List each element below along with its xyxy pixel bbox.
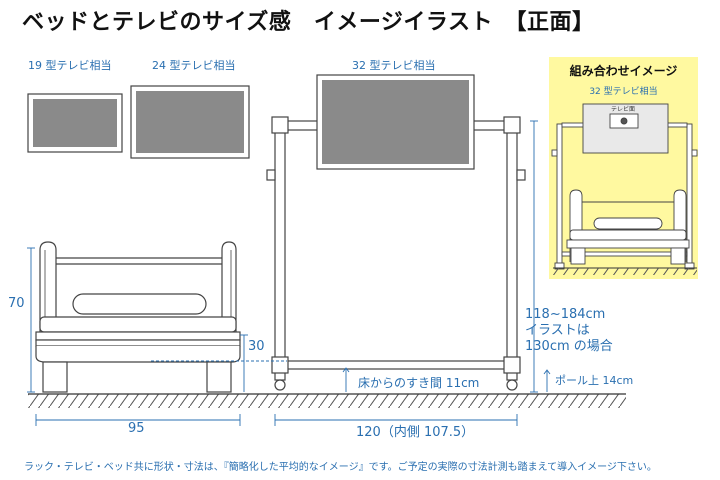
tv19-label: 19 型テレビ相当 [28, 59, 112, 72]
bed-height-dimension: 70 [8, 296, 25, 311]
page-title: ベッドとテレビのサイズ感 イメージイラスト 【正面】 [22, 10, 595, 35]
tv24-label: 24 型テレビ相当 [152, 59, 236, 72]
pole-top-label: ポール上 14cm [555, 374, 634, 387]
combination-title: 組み合わせイメージ [569, 64, 678, 78]
combination-stand-label: テレビ面 [611, 106, 636, 113]
tv-24-inch [130, 85, 250, 159]
rack-width-dimension: 120（内側 107.5） [356, 425, 475, 440]
illustration-value: 130cm の場合 [525, 339, 613, 354]
floor [28, 393, 626, 408]
illustration-line: イラストは [525, 323, 590, 338]
tv-32-inch [316, 74, 475, 170]
bed [35, 241, 241, 393]
disclaimer-footer: ラック・テレビ・ベッド共に形状・寸法は、『簡略化した平均的なイメージ』です。ご予… [24, 462, 657, 473]
bed-width-dimension: 95 [128, 421, 145, 436]
combination-floor-hatch [553, 268, 697, 275]
combination-illustration [551, 103, 698, 270]
rack-height-note: 118~184cm イラストは 130cm の場合 [525, 307, 613, 355]
combination-tv-label: 32 型テレビ相当 [589, 87, 658, 97]
tv-19-inch [27, 93, 123, 153]
rack-height-range: 118~184cm [525, 307, 606, 322]
tv32-label: 32 型テレビ相当 [352, 59, 436, 72]
dimension-lines [27, 120, 551, 426]
bed-deck-dimension: 30 [248, 339, 265, 354]
floor-clearance-label: 床からのすき間 11cm [358, 376, 480, 390]
